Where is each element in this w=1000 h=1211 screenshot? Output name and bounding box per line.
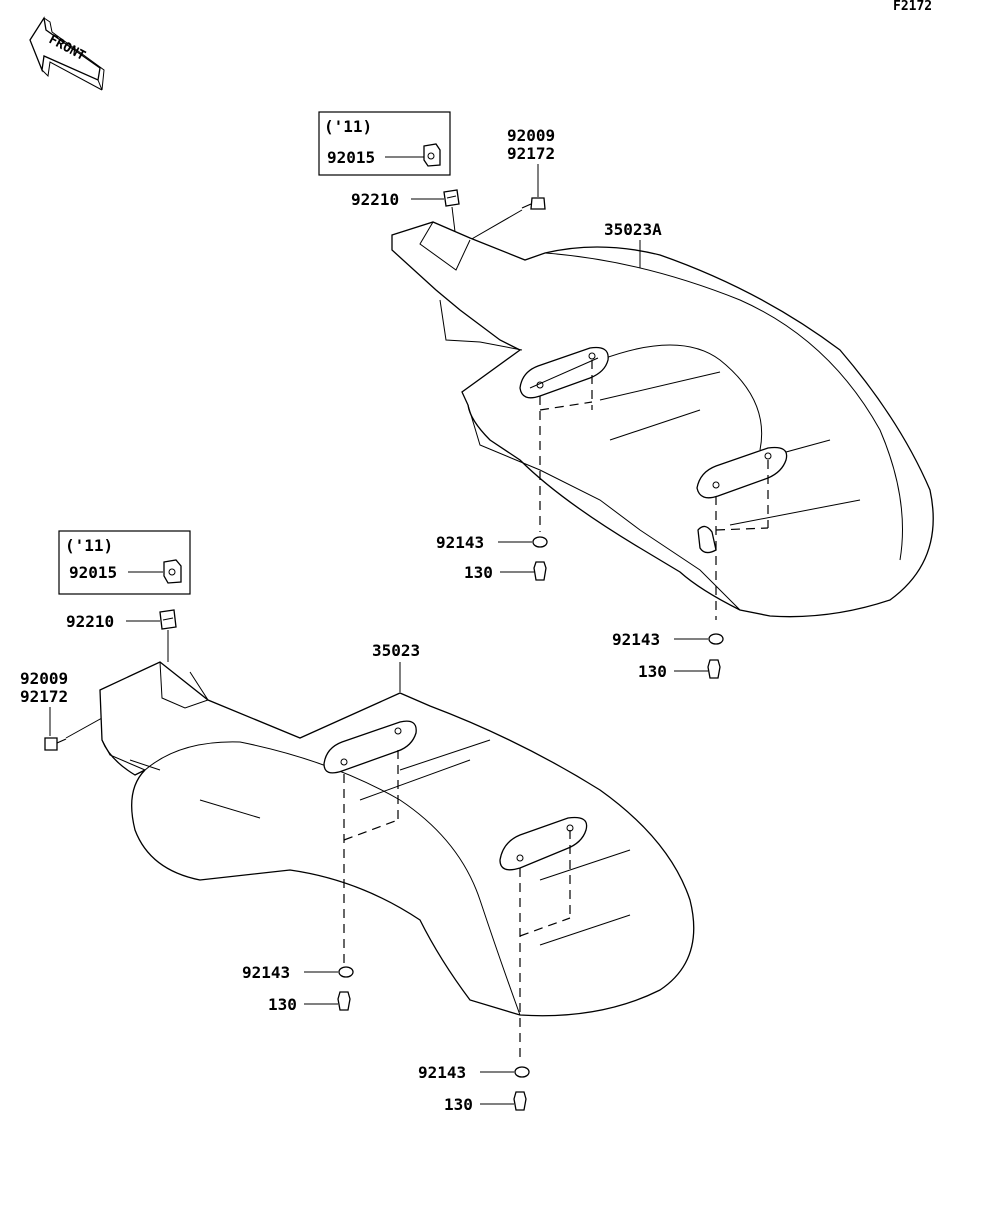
bottom-fender [99, 661, 695, 1017]
top-screw-b: 92172 [507, 144, 555, 163]
bottom-box-year: ('11) [65, 536, 113, 555]
bottom-bolt-1-label: 130 [268, 995, 297, 1014]
top-bolt-1-icon [533, 561, 547, 581]
bottom-washer-1-icon [338, 966, 354, 978]
top-fender-label: 35023A [604, 220, 662, 239]
top-box-year: ('11) [324, 117, 372, 136]
bottom-screw-a: 92009 [20, 669, 68, 688]
top-year-box [318, 111, 451, 176]
front-arrow-icon: FRONT [29, 16, 105, 91]
top-clip-label: 92210 [351, 190, 399, 209]
bottom-clip-icon [159, 609, 177, 630]
bottom-screw-b: 92172 [20, 687, 68, 706]
top-box-part: 92015 [327, 148, 375, 167]
bottom-washer-2-label: 92143 [418, 1063, 466, 1082]
bottom-screw-icon [44, 737, 67, 751]
bottom-nut-icon [163, 559, 182, 584]
bottom-assembly: ('11) 92015 92210 92009 92172 [20, 530, 695, 1114]
top-clip-icon [443, 189, 460, 207]
top-bolt-1-label: 130 [464, 563, 493, 582]
top-nut-icon [423, 143, 441, 167]
top-washer-2-icon [708, 633, 724, 645]
bottom-bolt-2-label: 130 [444, 1095, 473, 1114]
top-assembly: ('11) 92015 92210 92009 92172 [318, 111, 934, 681]
bottom-clip-label: 92210 [66, 612, 114, 631]
figure-id: F2172 [893, 0, 932, 14]
top-bolt-2-icon [707, 659, 721, 679]
top-fender [391, 221, 934, 618]
bottom-bolt-2-icon [513, 1091, 527, 1111]
top-screw-icon [521, 197, 546, 210]
top-bolt-2-label: 130 [638, 662, 667, 681]
top-washer-1-label: 92143 [436, 533, 484, 552]
bottom-bolt-1-icon [337, 991, 351, 1011]
top-washer-1-icon [532, 536, 548, 548]
bottom-box-part: 92015 [69, 563, 117, 582]
bottom-washer-1-label: 92143 [242, 963, 290, 982]
bottom-fender-label: 35023 [372, 641, 420, 660]
bottom-year-box [58, 530, 191, 595]
top-screw-a: 92009 [507, 126, 555, 145]
top-washer-2-label: 92143 [612, 630, 660, 649]
bottom-washer-2-icon [514, 1066, 530, 1078]
